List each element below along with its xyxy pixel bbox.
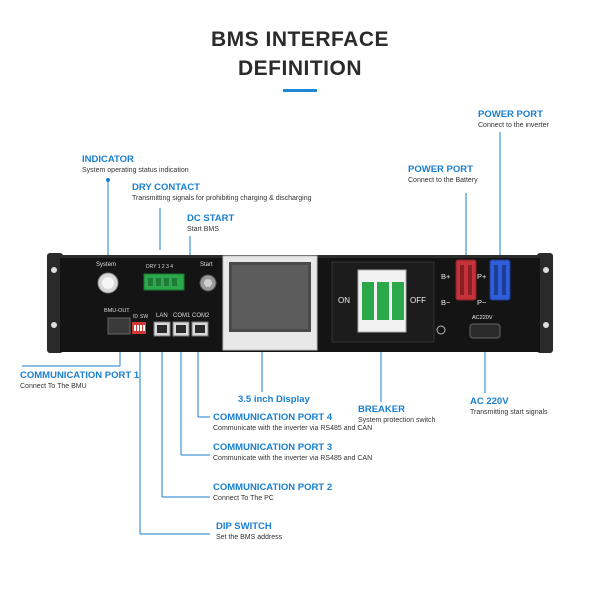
panel-label-dip-sw: SW	[140, 314, 149, 320]
callout-ac220v: AC 220V Transmitting start signals	[470, 396, 548, 416]
title-underline	[283, 89, 317, 92]
breaker-label-off: OFF	[410, 296, 426, 305]
lcd-display	[222, 255, 318, 351]
callout-indicator-title: INDICATOR	[82, 154, 134, 165]
breaker-label-on: ON	[338, 296, 350, 305]
callout-breaker: BREAKER System protection switch	[358, 404, 435, 424]
callout-ac220v-title: AC 220V	[470, 396, 509, 407]
title-line-2: DEFINITION	[238, 57, 362, 80]
callout-power-port-battery-title: POWER PORT	[408, 164, 473, 175]
panel-label-lan: LAN	[156, 313, 168, 319]
ac220v-connector	[469, 323, 501, 339]
power-connectors	[455, 259, 511, 301]
ground-symbol	[436, 325, 446, 335]
title-line-1: BMS INTERFACE	[210, 28, 389, 51]
panel-label-p-minus: P−	[477, 298, 487, 307]
callout-breaker-sub: System protection switch	[358, 417, 436, 424]
panel-label-p-plus: P+	[477, 272, 487, 281]
panel-label-bmu-out: BMU-OUT	[104, 308, 130, 314]
breaker-switch	[331, 261, 435, 343]
callout-power-port-inverter-title: POWER PORT	[478, 109, 543, 120]
callout-comm-port-4: COMMUNICATION PORT 4 Communicate with th…	[213, 412, 372, 432]
panel-label-dip-id: ID	[133, 314, 138, 320]
callout-indicator: INDICATOR System operating status indica…	[82, 154, 189, 174]
callout-dc-start-title: DC START	[187, 213, 235, 224]
callout-dc-start-sub: Start BMS	[187, 226, 219, 233]
callout-comm-port-2-sub: Connect To The PC	[213, 495, 274, 502]
callout-comm-port-3: COMMUNICATION PORT 3 Communicate with th…	[213, 442, 372, 462]
panel-label-ac220v: AC220V	[472, 315, 493, 321]
callout-comm-port-1-sub: Connect To The BMU	[20, 383, 87, 390]
rj45-ports	[153, 321, 209, 337]
callout-power-port-inverter: POWER PORT Connect to the inverter	[478, 109, 549, 129]
callout-dip-switch: DIP SWITCH Set the BMS address	[216, 521, 282, 541]
callout-breaker-title: BREAKER	[358, 404, 405, 415]
panel-label-com1: COM1	[173, 313, 191, 319]
callout-power-port-battery-sub: Connect to the Battery	[408, 177, 478, 184]
callout-power-port-inverter-sub: Connect to the inverter	[478, 122, 549, 129]
callout-comm-port-1: COMMUNICATION PORT 1 Connect To The BMU	[20, 370, 139, 390]
callout-comm-port-2: COMMUNICATION PORT 2 Connect To The PC	[213, 482, 332, 502]
callout-indicator-sub: System operating status indication	[82, 167, 189, 174]
callout-dry-contact-sub: Transmitting signals for prohibiting cha…	[132, 195, 312, 202]
callout-comm-port-4-sub: Communicate with the inverter via RS485 …	[213, 425, 373, 432]
bmu-out-port	[107, 317, 131, 335]
dip-switch	[132, 322, 146, 334]
callout-dry-contact-title: DRY CONTACT	[132, 182, 200, 193]
callout-dc-start: DC START Start BMS	[187, 213, 234, 233]
panel-label-dry: DRY 1 2 3 4	[146, 264, 174, 270]
callout-comm-port-3-title: COMMUNICATION PORT 3	[213, 442, 333, 453]
callout-power-port-battery: POWER PORT Connect to the Battery	[408, 164, 478, 184]
callout-dip-switch-title: DIP SWITCH	[216, 521, 272, 532]
panel-label-start: Start	[200, 262, 213, 268]
panel-label-com2: COM2	[192, 313, 210, 319]
callout-ac220v-sub: Transmitting start signals	[470, 409, 548, 416]
callout-comm-port-2-title: COMMUNICATION PORT 2	[213, 482, 333, 493]
dry-contact-terminal	[143, 273, 185, 291]
callout-display: 3.5 inch Display	[238, 394, 310, 405]
panel-label-b-plus: B+	[441, 272, 451, 281]
panel-label-system: System	[96, 262, 117, 268]
callout-comm-port-3-sub: Communicate with the inverter via RS485 …	[213, 455, 373, 462]
callout-comm-port-4-title: COMMUNICATION PORT 4	[213, 412, 333, 423]
callout-lines	[22, 132, 501, 535]
panel-label-b-minus: B−	[441, 298, 451, 307]
callout-dip-switch-sub: Set the BMS address	[216, 534, 283, 541]
callout-comm-port-1-title: COMMUNICATION PORT 1	[20, 370, 140, 381]
callout-dry-contact: DRY CONTACT Transmitting signals for pro…	[132, 182, 312, 202]
callout-display-title: 3.5 inch Display	[238, 394, 310, 405]
